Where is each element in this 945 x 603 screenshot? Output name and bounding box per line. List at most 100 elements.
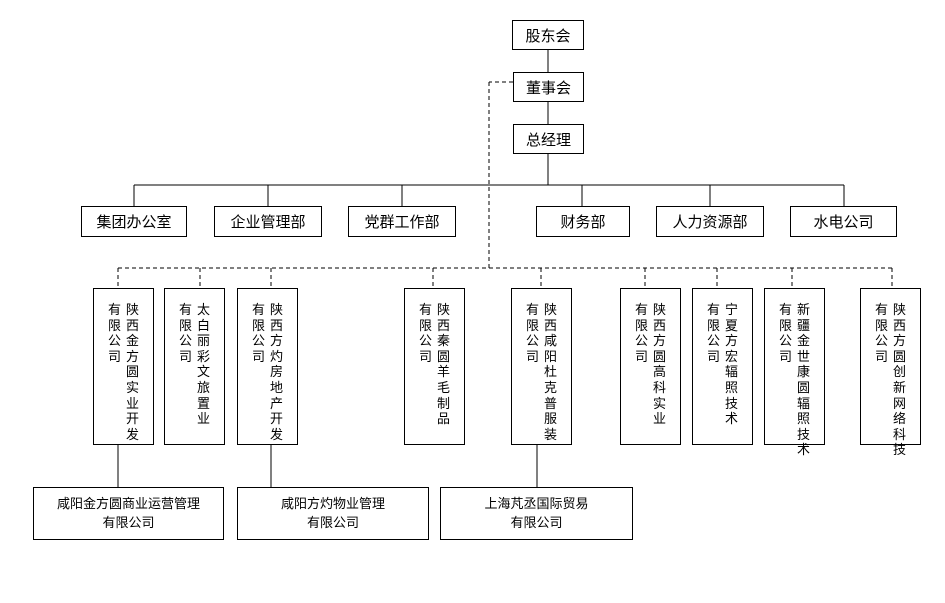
vertical-char: 圆 xyxy=(652,349,666,365)
vertical-char: 圆 xyxy=(892,349,906,365)
vertical-char: 公 xyxy=(418,334,432,350)
vertical-char: 陕 xyxy=(652,303,666,318)
vertical-char: 彩 xyxy=(196,349,210,365)
vertical-char: 开 xyxy=(269,412,283,428)
vertical-char: 技 xyxy=(724,396,738,412)
vertical-char: 科 xyxy=(892,427,906,443)
vertical-char: 公 xyxy=(706,334,720,350)
vertical-char: 陕 xyxy=(269,303,283,318)
vertical-char: 实 xyxy=(652,396,666,412)
vertical-char: 限 xyxy=(178,318,192,334)
vertical-char: 旅 xyxy=(196,380,210,396)
vertical-char: 限 xyxy=(251,318,265,334)
vertical-char: 高 xyxy=(652,365,666,381)
vertical-char: 服 xyxy=(543,412,557,428)
vertical-char: 公 xyxy=(778,334,792,350)
subsidiary-name: 陕西咸阳杜克普服装 xyxy=(544,303,558,443)
subsidiary-name: 陕西方灼房地产开发 xyxy=(270,303,284,443)
vertical-char: 陕 xyxy=(892,303,906,318)
vertical-char: 开 xyxy=(125,412,139,428)
board-label: 董事会 xyxy=(525,78,571,97)
vertical-char: 阳 xyxy=(543,349,557,365)
vertical-char: 有 xyxy=(418,303,432,318)
subsidiary-suffix: 有限公司 xyxy=(875,303,889,365)
vertical-char: 羊 xyxy=(436,365,450,381)
vertical-char: 宏 xyxy=(724,349,738,365)
vertical-char: 康 xyxy=(796,365,810,381)
vertical-char: 夏 xyxy=(724,318,738,334)
vertical-char: 司 xyxy=(178,349,192,365)
subsidiary-box: 有限公司 太白丽彩文旅置业 xyxy=(164,288,225,445)
vertical-char: 术 xyxy=(724,412,738,428)
vertical-char: 技 xyxy=(796,427,810,443)
vertical-char: 限 xyxy=(778,318,792,334)
subsub-line1: 咸阳方灼物业管理 xyxy=(280,496,385,512)
vertical-char: 公 xyxy=(874,334,888,350)
dept-box: 水电公司 xyxy=(790,206,897,237)
vertical-char: 陕 xyxy=(125,303,139,318)
vertical-char: 限 xyxy=(706,318,720,334)
vertical-char: 网 xyxy=(892,396,906,412)
vertical-char: 业 xyxy=(196,412,210,428)
subsub-line1: 咸阳金方圆商业运营管理 xyxy=(56,496,200,512)
subsidiary-suffix: 有限公司 xyxy=(108,303,122,365)
vertical-char: 西 xyxy=(269,318,283,334)
vertical-char: 制 xyxy=(436,396,450,412)
gm-label: 总经理 xyxy=(525,130,571,149)
dept-box: 企业管理部 xyxy=(214,206,322,237)
vertical-char: 置 xyxy=(196,396,210,412)
vertical-char: 司 xyxy=(634,349,648,365)
vertical-char: 有 xyxy=(706,303,720,318)
subsidiary-box: 有限公司 陕西方圆高科实业 xyxy=(620,288,681,445)
vertical-char: 圆 xyxy=(125,365,139,381)
vertical-char: 西 xyxy=(652,318,666,334)
vertical-char: 方 xyxy=(724,334,738,350)
subsub-box: 咸阳金方圆商业运营管理 有限公司 xyxy=(33,487,224,540)
subsidiary-suffix: 有限公司 xyxy=(526,303,540,365)
vertical-char: 公 xyxy=(107,334,121,350)
vertical-char: 毛 xyxy=(436,380,450,396)
subsidiary-suffix: 有限公司 xyxy=(252,303,266,365)
vertical-char: 白 xyxy=(196,318,210,334)
subsub-line1: 上海芃丞国际贸易 xyxy=(484,496,589,512)
vertical-char: 限 xyxy=(107,318,121,334)
vertical-char: 技 xyxy=(892,443,906,459)
vertical-char: 限 xyxy=(418,318,432,334)
vertical-char: 圆 xyxy=(436,349,450,365)
dept-label: 集团办公室 xyxy=(96,213,172,231)
vertical-char: 普 xyxy=(543,396,557,412)
vertical-char: 陕 xyxy=(436,303,450,318)
subsidiary-box: 有限公司 陕西金方圆实业开发 xyxy=(93,288,154,445)
vertical-char: 金 xyxy=(125,334,139,350)
dept-label: 企业管理部 xyxy=(230,213,306,231)
vertical-char: 司 xyxy=(874,349,888,365)
subsidiary-box: 有限公司 陕西方圆创新网络科技 xyxy=(860,288,921,458)
vertical-char: 辐 xyxy=(796,396,810,412)
subsidiary-suffix: 有限公司 xyxy=(779,303,793,365)
vertical-char: 司 xyxy=(107,349,121,365)
dept-label: 财务部 xyxy=(560,213,606,231)
vertical-char: 西 xyxy=(892,318,906,334)
subsidiary-name: 宁夏方宏辐照技术 xyxy=(725,303,739,428)
vertical-char: 疆 xyxy=(796,318,810,334)
vertical-char: 新 xyxy=(892,380,906,396)
vertical-char: 司 xyxy=(418,349,432,365)
vertical-char: 限 xyxy=(874,318,888,334)
vertical-char: 术 xyxy=(796,443,810,459)
subsidiary-name: 陕西金方圆实业开发 xyxy=(126,303,140,443)
vertical-char: 有 xyxy=(634,303,648,318)
subsub-box: 咸阳方灼物业管理 有限公司 xyxy=(237,487,429,540)
vertical-char: 司 xyxy=(778,349,792,365)
vertical-char: 照 xyxy=(724,380,738,396)
vertical-char: 灼 xyxy=(269,349,283,365)
vertical-char: 圆 xyxy=(796,380,810,396)
vertical-char: 有 xyxy=(525,303,539,318)
vertical-char: 房 xyxy=(269,365,283,381)
shareholders-label: 股东会 xyxy=(525,26,571,45)
vertical-char: 西 xyxy=(125,318,139,334)
vertical-char: 有 xyxy=(778,303,792,318)
vertical-char: 宁 xyxy=(724,303,738,318)
subsub-line2: 有限公司 xyxy=(102,515,155,531)
vertical-char: 司 xyxy=(706,349,720,365)
